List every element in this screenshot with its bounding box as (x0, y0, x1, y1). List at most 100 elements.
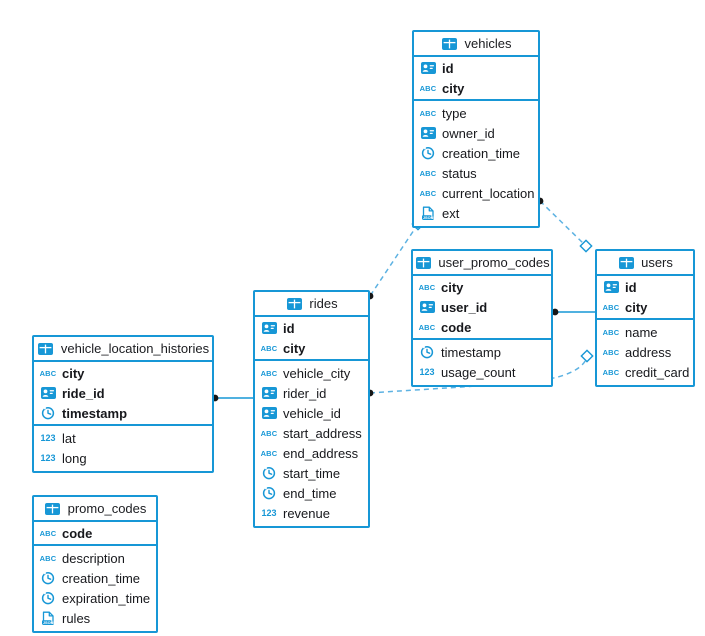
field-name: address (625, 344, 672, 360)
field-row-start_time[interactable]: start_time (255, 463, 368, 483)
field-row-end_time[interactable]: end_time (255, 483, 368, 503)
field-row-ride_id[interactable]: ride_id (34, 383, 212, 403)
table-header[interactable]: vehicles (414, 32, 538, 57)
field-name: city (62, 365, 85, 381)
field-row-user_id[interactable]: user_id (413, 297, 551, 317)
field-name: city (441, 279, 464, 295)
text-icon: ABC (418, 322, 436, 332)
field-row-ext[interactable]: JSON ext (414, 203, 538, 223)
field-name: start_address (283, 425, 362, 441)
json-icon: JSON (39, 611, 57, 626)
table-header[interactable]: promo_codes (34, 497, 156, 522)
field-name: user_id (441, 299, 488, 315)
field-name: owner_id (442, 125, 495, 141)
field-row-id[interactable]: id (255, 318, 368, 338)
rel-rides-vehicles[interactable] (369, 223, 419, 297)
field-row-id[interactable]: id (597, 277, 693, 297)
uuid-icon (260, 387, 278, 399)
table-icon (44, 502, 62, 515)
field-row-lat[interactable]: 123 lat (34, 428, 212, 448)
field-name: ext (442, 205, 460, 221)
table-header[interactable]: vehicle_location_histories (34, 337, 212, 362)
table-icon (37, 342, 55, 355)
table-header[interactable]: users (597, 251, 693, 276)
uuid-icon (260, 407, 278, 419)
rel-vehicles-users-diamond-end (579, 239, 593, 253)
field-row-start_address[interactable]: ABC start_address (255, 423, 368, 443)
field-name: id (442, 60, 454, 76)
uuid-icon (39, 387, 57, 399)
text-icon: ABC (260, 368, 278, 378)
field-name: rider_id (283, 385, 327, 401)
field-row-expiration_time[interactable]: expiration_time (34, 588, 156, 608)
text-icon: ABC (602, 367, 620, 377)
json-icon: JSON (419, 206, 437, 221)
timestamp-icon (260, 486, 278, 500)
field-row-timestamp[interactable]: timestamp (413, 342, 551, 362)
field-name: timestamp (62, 405, 128, 421)
uuid-icon (418, 301, 436, 313)
text-icon: ABC (260, 428, 278, 438)
field-name: vehicle_id (283, 405, 341, 421)
timestamp-icon (418, 345, 436, 359)
table-header[interactable]: rides (255, 292, 368, 317)
table-icon (617, 256, 635, 269)
field-row-rules[interactable]: JSON rules (34, 608, 156, 628)
timestamp-icon (39, 591, 57, 605)
field-name: status (442, 165, 477, 181)
field-row-code[interactable]: ABC code (413, 317, 551, 337)
field-name: lat (62, 430, 76, 446)
field-name: usage_count (441, 364, 516, 380)
field-row-creation_time[interactable]: creation_time (414, 143, 538, 163)
field-row-timestamp[interactable]: timestamp (34, 403, 212, 423)
number-icon: 123 (40, 433, 56, 443)
table-name: users (641, 255, 673, 270)
field-name: code (441, 319, 472, 335)
table-header[interactable]: user_promo_codes (413, 251, 551, 276)
field-row-creation_time[interactable]: creation_time (34, 568, 156, 588)
svg-text:JSON: JSON (43, 619, 54, 624)
timestamp-icon (419, 146, 437, 160)
field-row-id[interactable]: id (414, 58, 538, 78)
uuid-icon (419, 127, 437, 139)
text-icon: ABC (260, 448, 278, 458)
field-name: creation_time (442, 145, 521, 161)
field-row-rider_id[interactable]: rider_id (255, 383, 368, 403)
field-row-vehicle_id[interactable]: vehicle_id (255, 403, 368, 423)
field-row-owner_id[interactable]: owner_id (414, 123, 538, 143)
rel-vehicles-users[interactable] (539, 200, 587, 247)
